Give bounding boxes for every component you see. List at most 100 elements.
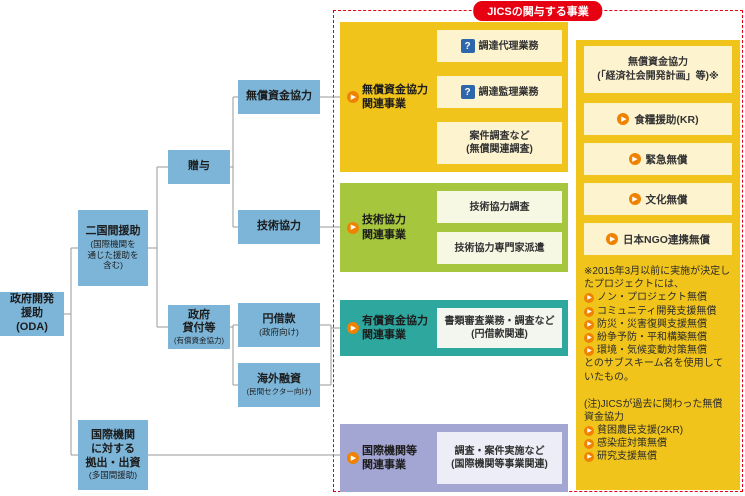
node-overseas-sublabel: (民間セクター向け) xyxy=(246,387,312,397)
node-loans-label: 政府 貸付等 xyxy=(182,308,216,335)
node-yen-loan: 円借款 (政府向け) xyxy=(238,303,320,347)
scheme-item-text: 日本NGO連携無償 xyxy=(623,233,710,246)
item-text: 調査・案件実施など (国際機関等事業関連) xyxy=(451,446,548,470)
node-bilateral-sublabel: (国際機関を 通じた援助を 含む) xyxy=(87,238,139,271)
arrow-bullet-icon xyxy=(347,452,359,464)
note-item-text: 環境・気候変動対策無償 xyxy=(597,345,707,357)
arrow-bullet-icon xyxy=(584,346,594,357)
section-tech-labelzone: 技術協力 関連事業 xyxy=(340,183,437,272)
section-grant-aid-labelzone: 無償資金協力 関連事業 xyxy=(340,22,437,172)
item-text: 技術協力専門家派遣 xyxy=(454,242,545,254)
item-text: 調達代理業務 xyxy=(478,40,539,52)
help-icon[interactable]: ? xyxy=(460,39,475,53)
node-multilateral-sublabel: (多国間援助) xyxy=(88,470,138,481)
note-item-text: 貧困農民支援(2KR) xyxy=(597,425,684,437)
section-intl-labelzone: 国際機関等 関連事業 xyxy=(340,424,437,492)
node-government-loans: 政府 貸付等 (有償資金協力) xyxy=(168,305,230,349)
scheme-item-cultural-grant: 文化無償 xyxy=(584,183,732,215)
note-item-text: 紛争予防・平和構築無償 xyxy=(597,331,707,343)
node-yen-loan-sublabel: (政府向け) xyxy=(259,326,299,337)
section-intl-related: 国際機関等 関連事業 調査・案件実施など (国際機関等事業関連) xyxy=(340,424,568,492)
scheme-item-text: 食糧援助(KR) xyxy=(634,113,699,126)
section-intl-items: 調査・案件実施など (国際機関等事業関連) xyxy=(437,424,568,492)
section-grant-aid-items: ? 調達代理業務 ? 調達監理業務 案件調査など (無償関連調査) xyxy=(437,22,568,172)
node-grant-label: 贈与 xyxy=(188,160,210,173)
section-tech-related: 技術協力 関連事業 技術協力調査 技術協力専門家派遣 xyxy=(340,183,568,272)
node-technical-cooperation: 技術協力 xyxy=(238,210,320,244)
node-yen-loan-label: 円借款 xyxy=(262,312,296,325)
scheme-item-food-aid: 食糧援助(KR) xyxy=(584,103,732,135)
node-bilateral-aid: 二国間援助 (国際機関を 通じた援助を 含む) xyxy=(78,210,148,286)
arrow-bullet-icon xyxy=(347,91,359,103)
note-past-projects: (注)JICSが過去に関わった無償資金協力 貧困農民支援(2KR) 感染症対策無… xyxy=(584,398,732,464)
item-text: 案件調査など (無償関連調査) xyxy=(466,131,533,155)
arrow-bullet-icon xyxy=(584,439,594,450)
node-overseas-loan: 海外融資 (民間セクター向け) xyxy=(238,363,320,407)
help-icon[interactable]: ? xyxy=(460,85,475,99)
note-bullet-row: 貧困農民支援(2KR) xyxy=(584,424,732,437)
item-text: 技術協力調査 xyxy=(469,201,530,213)
note-item-text: ノン・プロジェクト無償 xyxy=(597,292,707,304)
note-item-text: コミュニティ開発支援無償 xyxy=(597,305,717,317)
arrow-bullet-icon xyxy=(584,306,594,317)
grant-schemes-column: 無償資金協力 (「経済社会開発計画」等)※ 食糧援助(KR) 緊急無償 文化無償… xyxy=(576,40,740,490)
note-outro: とのサブスキーム名を使用していたもの。 xyxy=(584,358,724,383)
section-tech-items: 技術協力調査 技術協力専門家派遣 xyxy=(437,183,568,272)
note-bullet-row: コミュニティ開発支援無償 xyxy=(584,305,732,318)
scheme-item-ngo-grant: 日本NGO連携無償 xyxy=(584,223,732,255)
node-overseas-label: 海外融資 xyxy=(257,373,301,386)
note-past-schemes: ※2015年3月以前に実施が決定したプロジェクトには、 ノン・プロジェクト無償 … xyxy=(584,265,732,384)
item-procurement-supervision: ? 調達監理業務 xyxy=(437,76,562,108)
node-multilateral-label: 国際機関 に対する 拠出・出資 xyxy=(85,429,141,469)
scheme-item-text: 緊急無償 xyxy=(645,153,688,166)
note-item-text: 防災・災害復興支援無償 xyxy=(597,318,707,330)
node-oda: 政府開発 援助 (ODA) xyxy=(0,292,64,336)
note-bullet-row: 感染症対策無償 xyxy=(584,437,732,450)
section-intl-label: 国際機関等 関連事業 xyxy=(362,444,417,471)
note-intro: (注)JICSが過去に関わった無償資金協力 xyxy=(584,398,723,423)
arrow-bullet-icon xyxy=(584,426,594,437)
section-tech-label: 技術協力 関連事業 xyxy=(362,214,406,241)
item-document-review: 書類審査業務・調査など (円借款関連) xyxy=(437,308,562,348)
jics-title-badge: JICSの関与する事業 xyxy=(473,1,603,21)
item-text: 調達監理業務 xyxy=(478,86,539,98)
arrow-bullet-icon xyxy=(584,319,594,330)
node-tech-label: 技術協力 xyxy=(257,220,301,233)
section-grant-aid-label: 無償資金協力 関連事業 xyxy=(362,83,428,110)
node-bilateral-label: 二国間援助 xyxy=(85,225,141,238)
note-intro: ※2015年3月以前に実施が決定したプロジェクトには、 xyxy=(584,266,731,291)
item-tech-study: 技術協力調査 xyxy=(437,191,562,223)
note-bullet-row: ノン・プロジェクト無償 xyxy=(584,291,732,304)
arrow-bullet-icon xyxy=(606,233,619,245)
scheme-item-text: 文化無償 xyxy=(645,193,688,206)
arrow-bullet-icon xyxy=(617,113,630,125)
note-item-text: 感染症対策無償 xyxy=(597,438,667,450)
arrow-bullet-icon xyxy=(347,221,359,234)
arrow-bullet-icon xyxy=(584,332,594,343)
section-loan-related: 有償資金協力 関連事業 書類審査業務・調査など (円借款関連) xyxy=(340,300,568,356)
item-intl-implementation: 調査・案件実施など (国際機関等事業関連) xyxy=(437,432,562,484)
note-bullet-row: 環境・気候変動対策無償 xyxy=(584,344,732,357)
item-procurement-agent: ? 調達代理業務 xyxy=(437,30,562,62)
node-oda-label: 政府開発 援助 (ODA) xyxy=(10,293,54,333)
item-text: 書類審査業務・調査など (円借款関連) xyxy=(444,316,555,340)
section-grant-aid-related: 無償資金協力 関連事業 ? 調達代理業務 ? 調達監理業務 案件調査など (無償… xyxy=(340,22,568,172)
note-bullet-row: 防災・災害復興支援無償 xyxy=(584,318,732,331)
arrow-bullet-icon xyxy=(584,452,594,463)
item-tech-expert-dispatch: 技術協力専門家派遣 xyxy=(437,232,562,264)
node-grant: 贈与 xyxy=(168,150,230,184)
node-loans-sublabel: (有償資金協力) xyxy=(174,336,224,346)
section-loan-labelzone: 有償資金協力 関連事業 xyxy=(340,300,437,356)
scheme-item-emergency-grant: 緊急無償 xyxy=(584,143,732,175)
node-grant-aid-label: 無償資金協力 xyxy=(246,90,312,103)
scheme-header-box: 無償資金協力 (「経済社会開発計画」等)※ xyxy=(584,46,732,93)
note-item-text: 研究支援無償 xyxy=(597,451,657,463)
section-loan-items: 書類審査業務・調査など (円借款関連) xyxy=(437,300,568,356)
item-project-study: 案件調査など (無償関連調査) xyxy=(437,122,562,164)
node-multilateral-aid: 国際機関 に対する 拠出・出資 (多国間援助) xyxy=(78,420,148,490)
arrow-bullet-icon xyxy=(347,322,359,334)
arrow-bullet-icon xyxy=(584,293,594,304)
section-loan-label: 有償資金協力 関連事業 xyxy=(362,314,428,341)
node-grant-aid: 無償資金協力 xyxy=(238,80,320,114)
